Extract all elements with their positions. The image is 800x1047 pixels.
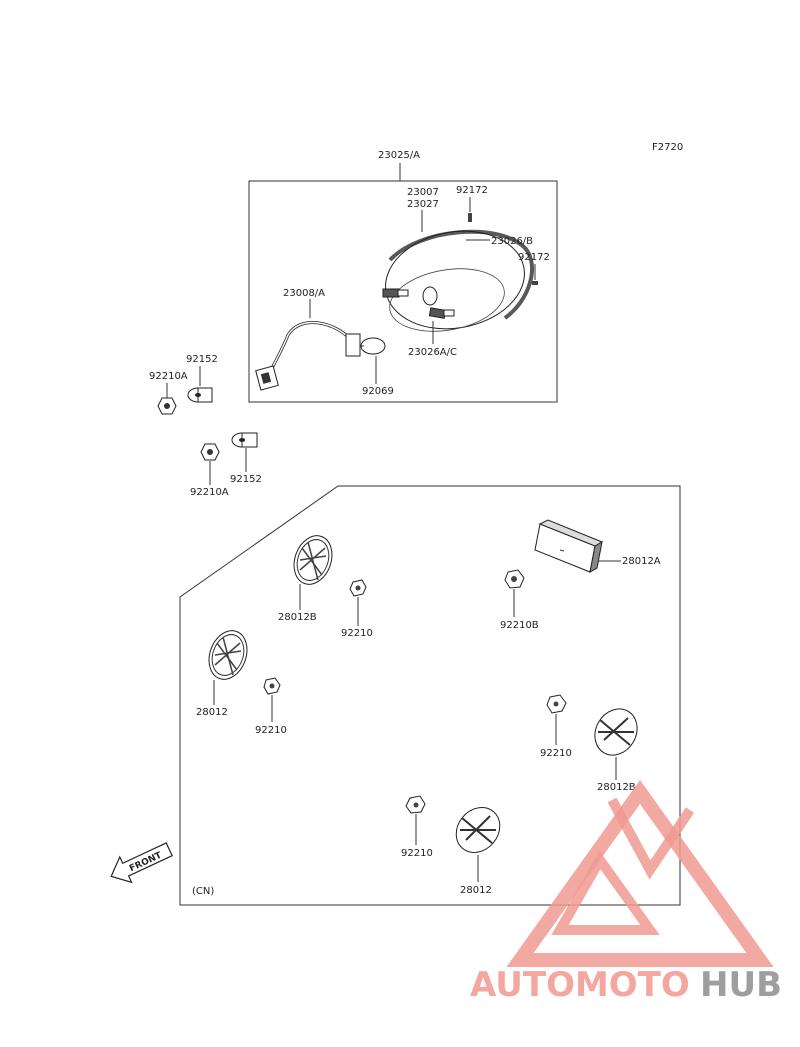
collar-2 bbox=[231, 432, 258, 448]
watermark-text-a: AUTOMOTO bbox=[470, 965, 690, 1005]
label-refl-b-right: 28012B bbox=[597, 782, 636, 793]
label-nut-left: 92210 bbox=[255, 725, 287, 736]
watermark-logo: AUTOMOTO HUB bbox=[470, 779, 782, 1005]
region-note: (CN) bbox=[192, 886, 214, 897]
label-rim: 23026/B bbox=[491, 236, 533, 247]
label-nut-1: 92210A bbox=[149, 371, 188, 382]
label-nut-right: 92210 bbox=[540, 748, 572, 759]
headlight-shell bbox=[385, 229, 535, 332]
label-housing-set: 23025/A bbox=[378, 150, 420, 161]
reflector-b-right bbox=[594, 708, 638, 756]
label-nut-b-right: 92210B bbox=[500, 620, 539, 631]
reflector-bottom bbox=[455, 807, 501, 853]
label-nut-2: 92210A bbox=[190, 487, 229, 498]
label-screw-top: 92172 bbox=[456, 185, 488, 196]
label-lens-a: 23007 bbox=[407, 187, 439, 198]
stud-bottom bbox=[428, 307, 455, 319]
nut-left bbox=[263, 677, 281, 695]
label-screw-right: 92172 bbox=[518, 252, 550, 263]
reflector-b-top bbox=[293, 535, 333, 585]
reflector-rect bbox=[534, 519, 604, 573]
label-bulb: 92069 bbox=[362, 386, 394, 397]
label-refl-bottom: 28012 bbox=[460, 885, 492, 896]
screw-right bbox=[532, 281, 538, 285]
nut-b-right bbox=[504, 569, 525, 589]
label-socket: 23008/A bbox=[283, 288, 325, 299]
watermark-text-b: HUB bbox=[700, 965, 782, 1005]
label-lens-b: 23027 bbox=[407, 199, 439, 210]
label-collar-1: 92152 bbox=[186, 354, 218, 365]
headlight-assembly: 23025/A 23007 23027 92172 23026/B 921 bbox=[248, 150, 558, 403]
stud-left bbox=[382, 288, 409, 298]
reflector-frame bbox=[179, 485, 681, 906]
assembly-frame bbox=[248, 180, 558, 403]
label-refl-rect: 28012A bbox=[622, 556, 661, 567]
bulb bbox=[345, 333, 386, 357]
label-nut-bottom: 92210 bbox=[401, 848, 433, 859]
nut-2 bbox=[200, 443, 220, 461]
socket-wire bbox=[255, 321, 356, 391]
nut-bottom bbox=[405, 795, 426, 814]
label-nut-b-top: 92210 bbox=[341, 628, 373, 639]
label-refl-b-top: 28012B bbox=[278, 612, 317, 623]
label-refl-left: 28012 bbox=[196, 707, 228, 718]
nut-1 bbox=[157, 397, 177, 415]
label-stud: 23026A/C bbox=[408, 347, 457, 358]
screw-top bbox=[468, 213, 472, 222]
reflector-left bbox=[208, 630, 248, 680]
nut-right bbox=[546, 694, 567, 714]
nut-b-top bbox=[349, 579, 367, 597]
collar-1 bbox=[187, 387, 213, 403]
figure-code: F2720 bbox=[652, 142, 683, 153]
front-arrow-icon: FRONT bbox=[110, 842, 173, 884]
label-collar-2: 92152 bbox=[230, 474, 262, 485]
